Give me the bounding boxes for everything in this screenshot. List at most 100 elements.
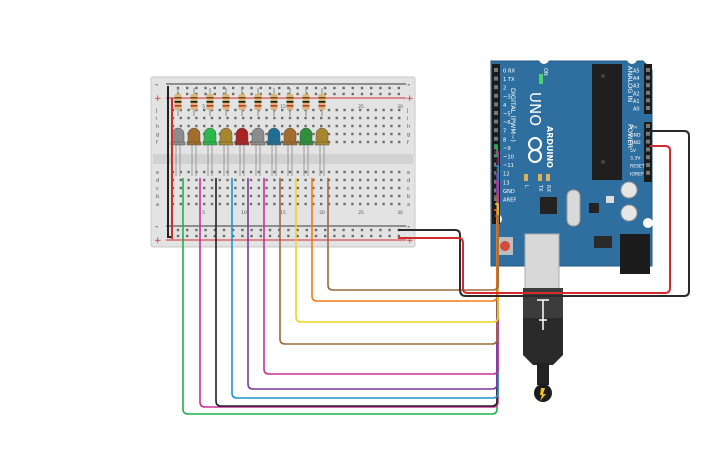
rail-hole [305, 228, 308, 232]
breadboard-hole [351, 170, 354, 174]
resistor[interactable] [270, 88, 278, 116]
breadboard-hole [296, 170, 299, 174]
breadboard-hole [327, 132, 331, 136]
resistor[interactable] [190, 88, 198, 116]
led[interactable] [186, 127, 202, 176]
breadboard-hole [265, 178, 268, 182]
breadboard-hole [296, 132, 299, 136]
breadboard-hole [320, 116, 323, 120]
signal-wire[interactable] [327, 178, 499, 291]
signal-wire[interactable] [215, 157, 498, 407]
power-pin-label: GND [630, 132, 641, 138]
breadboard-hole [257, 178, 260, 182]
breadboard-hole [179, 108, 182, 112]
breadboard-hole [195, 108, 198, 112]
resistors [174, 88, 326, 116]
breadboard-hole [343, 194, 346, 198]
column-number: 15 [280, 210, 286, 216]
signal-wire[interactable] [311, 178, 498, 302]
rail-hole [388, 234, 391, 238]
breadboard-hole [327, 124, 331, 128]
tx-label: TX [537, 184, 543, 192]
row-letter: c [156, 186, 159, 192]
breadboard-hole [312, 132, 315, 136]
breadboard-hole [374, 108, 377, 112]
led[interactable] [298, 127, 314, 176]
mount-hole [539, 54, 549, 64]
rail-minus-top-right: - [407, 80, 410, 90]
rail-hole [360, 234, 364, 238]
rail-hole [186, 86, 189, 90]
rail-hole [287, 234, 290, 238]
power-pin-label: GND [630, 140, 641, 146]
led[interactable] [250, 127, 266, 176]
led[interactable] [218, 127, 234, 176]
signal-wire[interactable] [199, 151, 499, 408]
breadboard-hole [335, 194, 338, 198]
led[interactable] [314, 127, 330, 176]
breadboard-hole [335, 202, 338, 206]
led[interactable] [202, 127, 218, 176]
breadboard-hole [359, 116, 362, 120]
signal-wire[interactable] [247, 173, 498, 390]
breadboard-hole [343, 178, 346, 182]
breadboard-hole [327, 186, 331, 190]
reset-button-cap[interactable] [500, 241, 510, 251]
5v-wire[interactable] [398, 145, 671, 294]
rail-hole [379, 234, 382, 238]
breadboard-hole [234, 178, 237, 182]
led[interactable] [234, 127, 250, 176]
breadboard-hole [335, 108, 338, 112]
breadboard-hole [226, 186, 229, 190]
wires [182, 144, 499, 415]
rail-hole [186, 92, 189, 96]
breadboard-hole [179, 124, 182, 128]
breadboard-hole [351, 202, 354, 206]
breadboard-hole [218, 186, 221, 190]
digital-pin-label: ~5 [503, 112, 511, 118]
breadboard-hole [234, 132, 237, 136]
breadboard-hole [210, 178, 214, 182]
resistor[interactable] [254, 88, 262, 116]
breadboard-hole [390, 108, 393, 112]
resistor[interactable] [286, 88, 294, 116]
resistor[interactable] [318, 88, 326, 116]
resistor[interactable] [238, 88, 246, 116]
led[interactable] [266, 127, 282, 176]
breadboard-hole [179, 178, 182, 182]
digital-pin-label: AREF [503, 198, 516, 204]
breadboard-hole [343, 116, 346, 120]
analog-pin-label: A0 [633, 107, 640, 113]
resistor[interactable] [222, 88, 230, 116]
signal-wire[interactable] [263, 178, 499, 375]
breadboard-hole [304, 170, 307, 174]
led[interactable] [282, 127, 298, 176]
breadboard-hole [265, 132, 268, 136]
column-number: 30 [397, 210, 403, 216]
resistor[interactable] [302, 88, 310, 116]
breadboard-hole [281, 178, 284, 182]
breadboard-hole [312, 202, 315, 206]
signal-wire[interactable] [295, 178, 499, 323]
breadboard-hole [257, 194, 260, 198]
rail-hole [351, 234, 354, 238]
digital-pwm-label: DIGITAL (PWM~) [509, 88, 517, 142]
signal-wire[interactable] [231, 165, 499, 399]
breadboard-hole [382, 178, 385, 182]
arduino-brand-label: ARDUINO [545, 126, 554, 168]
signal-wire[interactable] [182, 144, 498, 415]
digital-pin-label: ~6 [503, 120, 511, 126]
rail-minus-bottom: - [155, 222, 158, 232]
breadboard-hole [351, 108, 354, 112]
resistor[interactable] [174, 88, 182, 116]
led[interactable] [170, 127, 186, 176]
breadboard-hole [242, 178, 245, 182]
signal-wire[interactable] [279, 178, 498, 345]
gnd-wire[interactable] [398, 130, 690, 297]
resistor[interactable] [206, 88, 214, 116]
breadboard-hole [320, 124, 323, 128]
breadboard-hole [249, 202, 253, 206]
digital-pin-label: 0 RX [503, 69, 516, 75]
tx-led [538, 174, 542, 181]
rail-hole [232, 234, 235, 238]
